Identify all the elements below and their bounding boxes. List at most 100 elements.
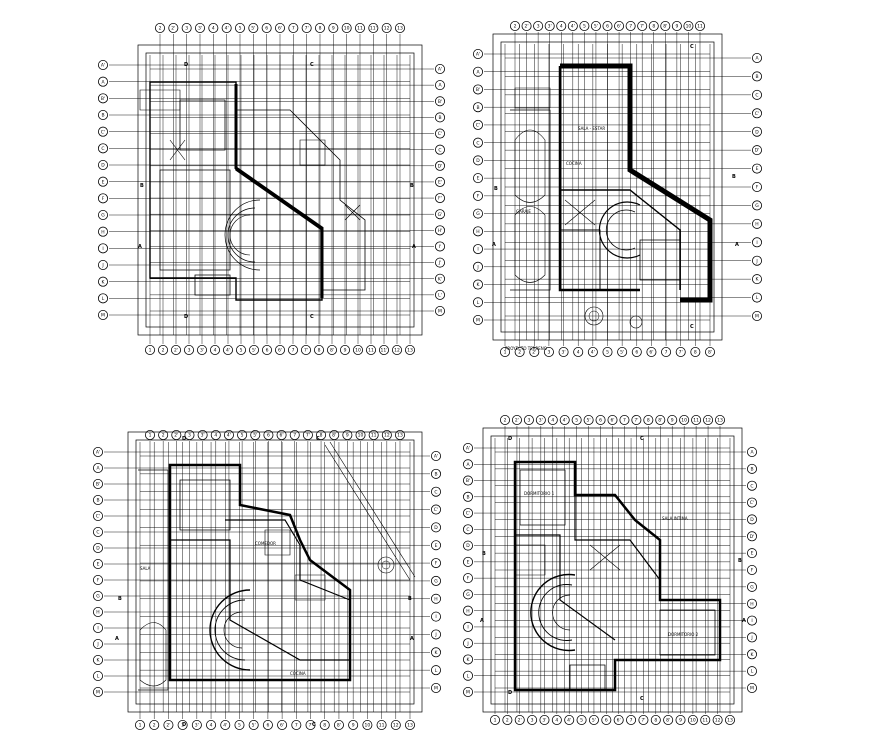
axis-bubble-right: I <box>430 611 441 622</box>
axis-bubble-left-label: D <box>96 546 100 552</box>
axis-bubble-right-label: A <box>750 450 754 456</box>
axis-bubble-right: K <box>752 274 763 285</box>
axis-bubble-right: D <box>430 522 441 533</box>
axis-bubble-bottom: 4 <box>551 715 562 726</box>
axis-bubble-top: 2' <box>511 414 522 425</box>
axis-bubble-left: C <box>93 527 104 538</box>
axis-bubble-left-label: H <box>101 229 104 235</box>
axis-bubble-right: I <box>752 237 763 248</box>
axis-bubble-top-label: 3' <box>198 26 202 32</box>
axis-bubble-right: A' <box>434 64 445 75</box>
axis-bubble-right-label: C' <box>750 500 754 506</box>
axis-bubble-top-label: 2 <box>162 433 165 439</box>
axis-bubble-right: A <box>747 446 758 457</box>
axis-bubble-left-label: I <box>477 247 478 253</box>
axis-bubble-bottom-label: 6' <box>649 350 653 356</box>
axis-bubble-right-label: F <box>435 561 438 567</box>
axis-bubble-top: 6 <box>595 414 606 425</box>
axis-bubble-top: 10 <box>341 22 352 33</box>
section-mark: A <box>410 636 414 642</box>
section-mark: B <box>494 186 498 192</box>
axis-bubble-bottom: 7' <box>305 720 316 731</box>
dimension-frame-inner <box>500 41 715 333</box>
dimension-frame <box>137 44 423 336</box>
room-label: SALA INTIMA <box>662 516 688 521</box>
axis-bubble-bottom: 4 <box>206 720 217 731</box>
axis-bubble-top-label: 4' <box>227 433 231 439</box>
axis-bubble-left: A' <box>93 446 104 457</box>
axis-bubble-top-label: 12 <box>384 433 390 439</box>
axis-bubble-bottom: 4' <box>564 715 575 726</box>
axis-bubble-top: 2 <box>158 429 169 440</box>
axis-bubble-left-label: G <box>101 213 105 219</box>
axis-bubble-bottom-label: 6 <box>266 723 269 729</box>
axis-bubble-top-label: 3 <box>537 24 540 30</box>
axis-bubble-top: 7 <box>289 429 300 440</box>
axis-bubble-bottom: 5 <box>602 346 613 357</box>
axis-bubble-top: 11 <box>368 429 379 440</box>
axis-bubble-right-label: J <box>755 258 757 264</box>
axis-bubble-bottom-label: 5' <box>592 718 596 724</box>
axis-bubble-top-label: 8' <box>663 24 667 30</box>
axis-bubble-left: E <box>93 559 104 570</box>
axis-bubble-top: 5' <box>248 22 259 33</box>
axis-bubble-top: 3' <box>544 20 555 31</box>
axis-bubble-top: 2' <box>171 429 182 440</box>
axis-bubble-right-label: L <box>756 295 759 301</box>
axis-bubble-left-label: A <box>101 79 105 85</box>
section-mark: B <box>140 183 144 189</box>
axis-bubble-bottom-label: 2 <box>506 718 509 724</box>
axis-bubble-left: L <box>93 671 104 682</box>
axis-bubble-right: C <box>430 486 441 497</box>
axis-bubble-bottom-label: 11 <box>702 718 708 724</box>
axis-bubble-top: 5' <box>590 20 601 31</box>
plan-1-section-marks: A A B B C C D D <box>138 62 416 320</box>
plan-4-walls <box>513 460 722 692</box>
room-label: DORMITORIO 2 <box>668 632 699 637</box>
axis-bubble-bottom-label: 3 <box>547 350 550 356</box>
axis-bubble-bottom: 8' <box>326 344 337 355</box>
section-mark: D <box>508 690 512 696</box>
axis-bubble-bottom: 11 <box>700 715 711 726</box>
axis-bubble-right-label: C <box>755 92 758 98</box>
axis-bubble-right: D' <box>747 531 758 542</box>
axis-bubble-left: E <box>462 556 473 567</box>
axis-bubble-bottom-label: 10 <box>355 348 361 354</box>
axis-bubble-top-label: 10 <box>358 433 364 439</box>
axis-bubble-bottom-label: 2' <box>174 348 178 354</box>
axis-bubble-left: A' <box>472 49 483 60</box>
axis-bubble-top-label: 9 <box>332 26 335 32</box>
axis-bubble-top: 3 <box>184 429 195 440</box>
axis-bubble-left-label: H <box>466 608 469 614</box>
plan-2-room-labels: SALA - ESTAR COCINA GARAJE PROYECTO TERR… <box>505 126 605 351</box>
axis-bubble-right: I' <box>434 241 445 252</box>
axis-bubble-top: 8 <box>643 414 654 425</box>
axis-bubble-top: 7 <box>625 20 636 31</box>
axis-bubble-bottom: 8' <box>663 715 674 726</box>
axis-bubble-bottom-label: 4' <box>226 348 230 354</box>
axis-bubble-right: C' <box>430 504 441 515</box>
axis-bubble-left-label: A <box>466 462 470 468</box>
axis-bubble-bottom: 9 <box>348 720 359 731</box>
axis-bubble-left: B <box>472 102 483 113</box>
section-mark: A <box>138 244 142 250</box>
axis-bubble-left-label: I <box>102 246 103 252</box>
axis-bubble-top-label: 3 <box>185 26 188 32</box>
axis-bubble-top-label: 4 <box>212 26 215 32</box>
axis-bubble-bottom: 5 <box>576 715 587 726</box>
axis-bubble-left-label: K <box>97 658 101 664</box>
axis-bubble-top-label: 12 <box>705 418 711 424</box>
axis-bubble-bottom-label: 8 <box>323 723 326 729</box>
axis-bubble-right-label: M <box>750 686 754 692</box>
axis-bubble-left: F <box>93 575 104 586</box>
axis-bubble-right: H <box>430 593 441 604</box>
section-mark: B <box>482 551 486 557</box>
axis-bubble-top: 6 <box>261 22 272 33</box>
axis-bubble-top: 11' <box>368 22 379 33</box>
room-label: SALA - ESTAR <box>578 126 605 131</box>
